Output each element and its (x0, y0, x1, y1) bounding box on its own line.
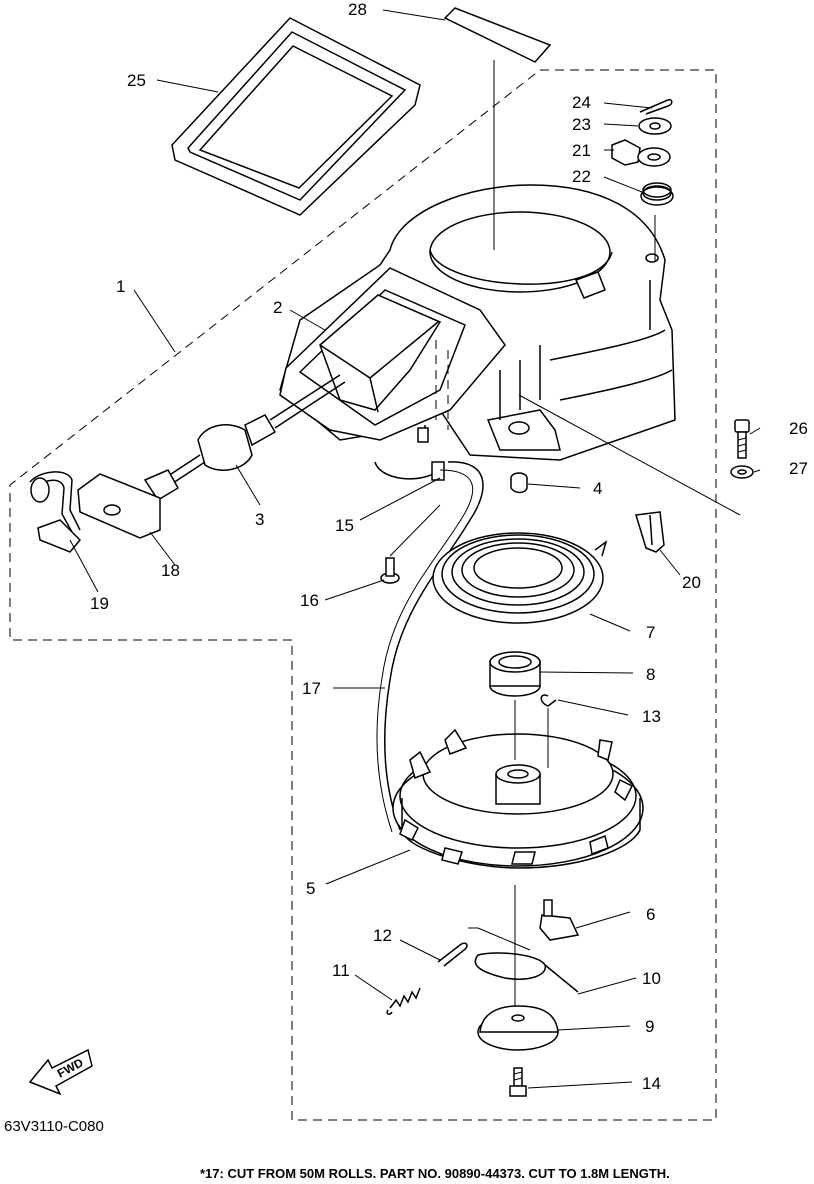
callout-26: 26 (789, 419, 808, 438)
part-15-cord-end (374, 425, 445, 481)
callout-10: 10 (642, 969, 661, 988)
part-7-spiral-spring (432, 532, 608, 624)
part-27-washer (730, 465, 754, 479)
callout-6: 6 (646, 905, 655, 924)
leader-lines (69, 9, 761, 1089)
part-10-return-spring (474, 952, 579, 993)
leader-20-extra (518, 394, 741, 516)
part-16-screw (380, 557, 400, 584)
callout-13: 13 (642, 707, 661, 726)
callout-22: 22 (572, 167, 591, 186)
callout-16: 16 (300, 591, 319, 610)
callout-15: 15 (335, 516, 354, 535)
diagram-code: 63V3110-C080 (4, 1118, 104, 1135)
footnote: *17: CUT FROM 50M ROLLS. PART NO. 90890-… (200, 1166, 670, 1181)
part-4-grommet (510, 472, 528, 494)
callout-28: 28 (348, 0, 367, 19)
part-23-washer (638, 117, 672, 135)
part-20-clamp (635, 511, 665, 553)
part-26-bolt (734, 419, 750, 459)
callout-7: 7 (646, 623, 655, 642)
callout-20: 20 (682, 573, 701, 592)
part-6-pawl (539, 899, 580, 941)
housing-hole (645, 253, 659, 263)
part-5-drum (392, 728, 644, 869)
callout-3: 3 (255, 510, 264, 529)
callout-18: 18 (161, 561, 180, 580)
part-17-starter-rope (384, 461, 484, 831)
callout-4: 4 (593, 479, 602, 498)
assembly-boundary (9, 69, 717, 1121)
callout-24: 24 (572, 93, 591, 112)
axis-16 (389, 504, 441, 557)
part-14-bolt (509, 1067, 527, 1097)
callout-1: 1 (116, 277, 125, 296)
callout-27: 27 (789, 459, 808, 478)
part-22-spring (640, 182, 674, 206)
part-19-link (29, 471, 82, 553)
callout-8: 8 (646, 665, 655, 684)
callout-21: 21 (572, 141, 591, 160)
part-11-coil-spring (386, 987, 421, 1015)
callout-11: 11 (332, 961, 350, 980)
part-12-spring-pin (437, 927, 531, 967)
callout-5: 5 (306, 879, 315, 898)
part-1-housing (279, 184, 676, 461)
callout-12: 12 (373, 926, 392, 945)
part-25-gasket (171, 17, 421, 216)
callout-9: 9 (645, 1017, 654, 1036)
part-21-stopper (611, 139, 671, 167)
callout-19: 19 (90, 594, 109, 613)
callout-25: 25 (127, 71, 146, 90)
part-13-clip (540, 694, 557, 707)
callout-17: 17 (302, 679, 321, 698)
fwd-arrow-icon: FWD (28, 1048, 93, 1096)
callout-14: 14 (642, 1074, 661, 1093)
callout-23: 23 (572, 115, 591, 134)
part-9-cover (477, 1005, 559, 1051)
part-18-bracket (77, 473, 161, 539)
part-28-label (443, 7, 552, 63)
part-3-throttle-cable (143, 374, 346, 502)
part-8-bushing (489, 651, 541, 697)
callout-2: 2 (273, 298, 282, 317)
callout-labels: 28 25 24 23 21 22 1 2 26 27 4 3 15 18 20… (90, 0, 808, 1093)
part-24-pin (639, 98, 673, 115)
